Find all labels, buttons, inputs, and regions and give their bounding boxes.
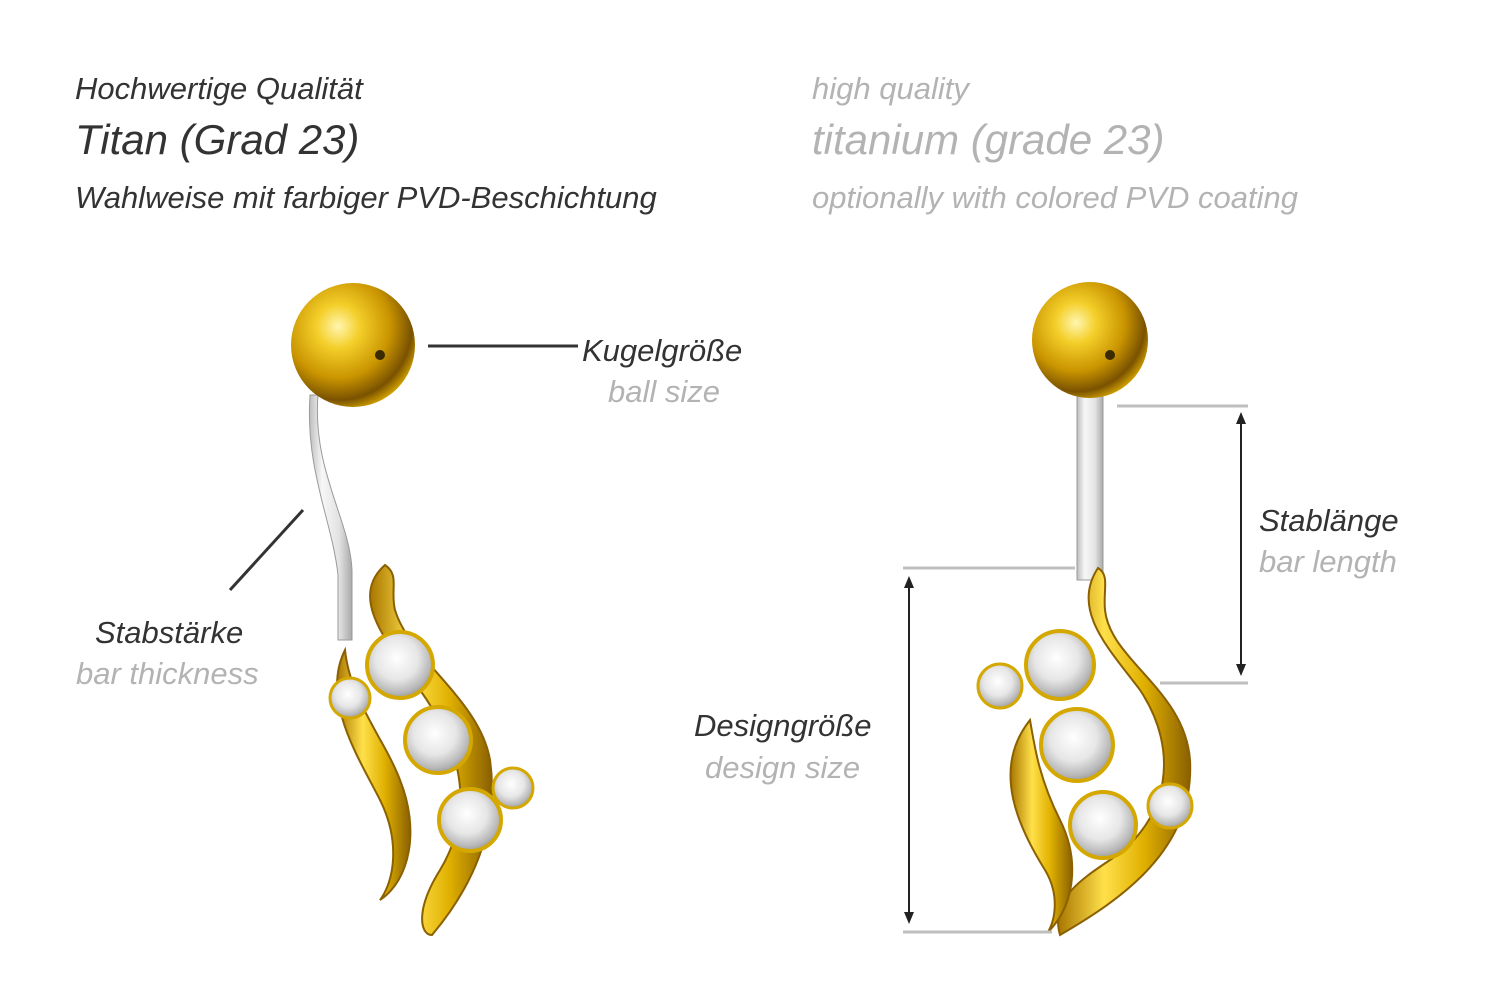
header-material-en: titanium (grade 23) <box>812 116 1165 163</box>
right-piercing <box>976 282 1194 937</box>
left-gem-3 <box>437 787 503 853</box>
bar-thickness-label-en: bar thickness <box>76 656 259 691</box>
right-gem-3 <box>1068 790 1138 860</box>
right-gem-5 <box>1146 782 1194 830</box>
right-ball <box>1032 282 1148 398</box>
right-leaf-outer <box>1057 566 1192 937</box>
design-size-label-de: Designgröße <box>694 708 872 743</box>
left-ball <box>291 283 415 407</box>
bar-thickness-line <box>228 508 305 592</box>
left-gem-5 <box>491 766 535 810</box>
left-bar <box>308 394 353 641</box>
left-gem-2 <box>403 705 473 775</box>
design-size-dimension <box>903 566 1075 934</box>
ball-size-label-en: ball size <box>608 374 720 409</box>
bar-length-label-de: Stablänge <box>1259 503 1399 538</box>
left-gem-1 <box>365 630 435 700</box>
ball-size-label-de: Kugelgröße <box>582 333 743 368</box>
bar-thickness-label-de: Stabstärke <box>95 615 244 650</box>
left-gem-4 <box>328 676 372 720</box>
design-size-label-en: design size <box>705 750 861 785</box>
bar-length-dimension <box>1117 404 1248 685</box>
header-quality-de: Hochwertige Qualität <box>75 71 363 106</box>
bar-length-label-en: bar length <box>1259 544 1397 579</box>
header-material-de: Titan (Grad 23) <box>75 116 360 163</box>
header-coating-de: Wahlweise mit farbiger PVD-Beschichtung <box>75 180 657 215</box>
right-gem-2 <box>1039 707 1115 783</box>
right-bar <box>1076 389 1104 581</box>
header-coating-en: optionally with colored PVD coating <box>812 180 1298 215</box>
right-gem-1 <box>1024 629 1096 701</box>
left-piercing <box>291 283 535 937</box>
header-quality-en: high quality <box>812 71 969 106</box>
right-gem-4 <box>976 662 1024 710</box>
